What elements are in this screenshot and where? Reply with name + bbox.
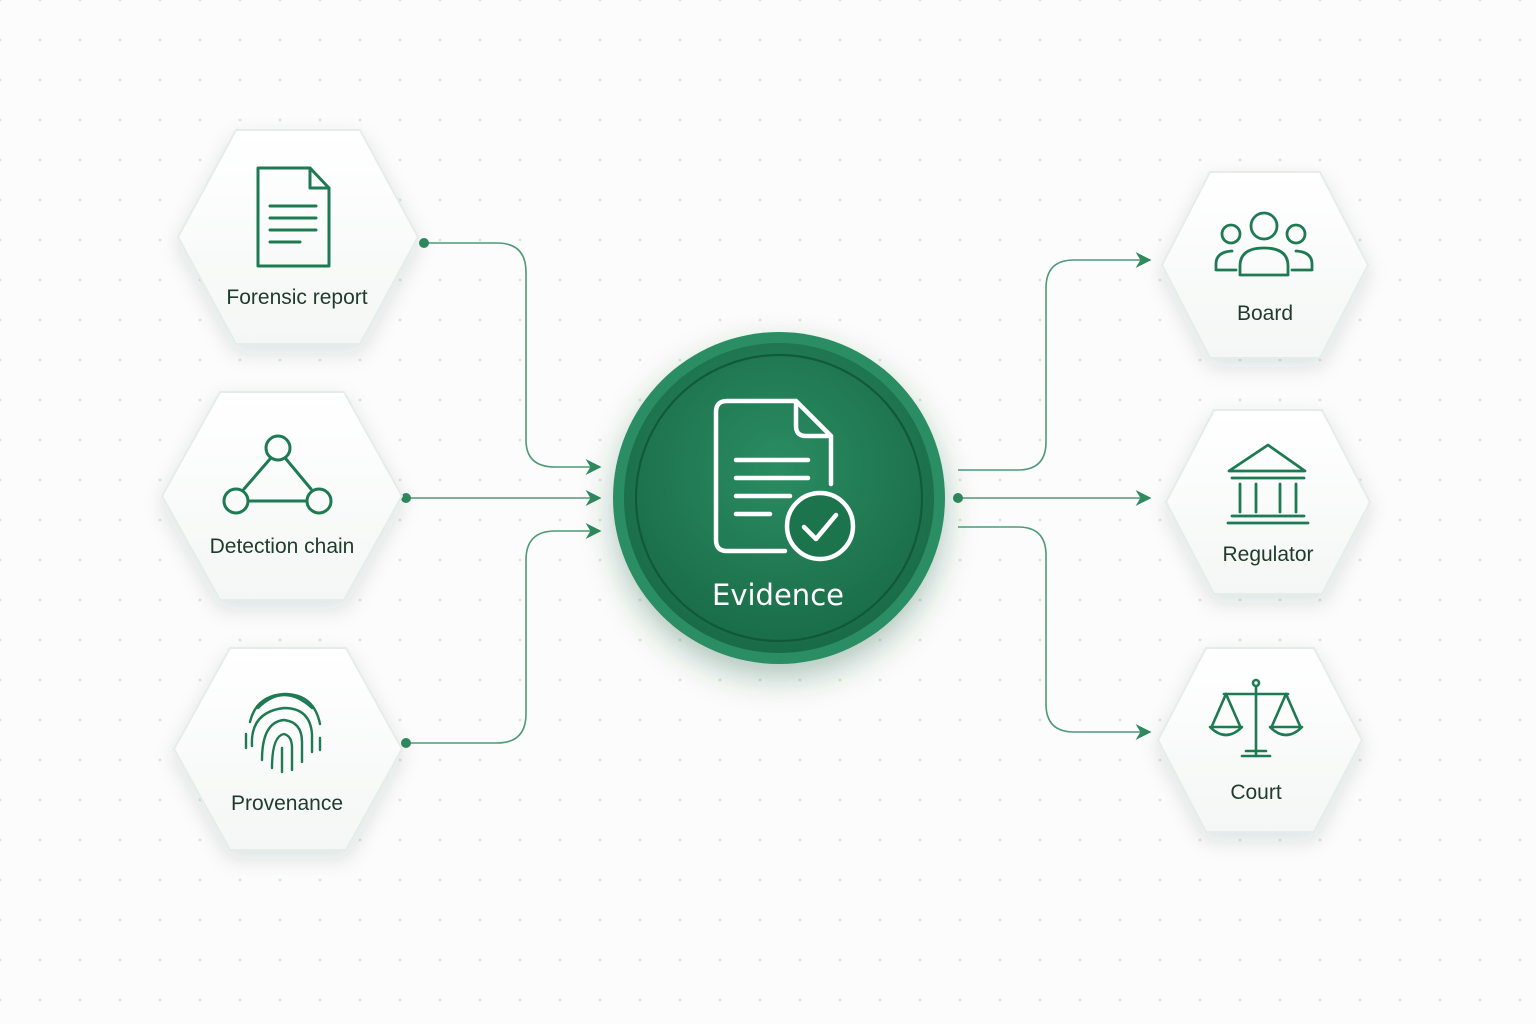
node-label: Regulator [1222,543,1313,566]
center-label: Evidence [712,578,844,612]
fingerprint-icon [244,692,322,774]
input-node-provenance: Provenance [173,647,403,851]
scales-icon [1208,678,1304,758]
connector-court [958,526,1152,740]
connector-forensic-report [424,242,602,475]
center-evidence-node: Evidence [613,332,945,664]
output-connectors [953,252,1152,740]
connector-provenance [406,523,602,744]
connector-dot [401,493,411,503]
connector-board [958,252,1152,471]
connector-dot [953,493,963,503]
connector-dot [419,238,429,248]
node-label: Forensic report [226,286,367,309]
input-connectors [401,238,602,748]
input-node-detection-chain: Detection chain [161,391,403,601]
node-label: Provenance [231,792,343,815]
output-node-board: Board [1161,171,1369,359]
people-icon [1214,211,1314,277]
output-node-regulator: Regulator [1165,409,1371,595]
output-node-court: Court [1157,647,1363,833]
document-check-icon [713,398,856,562]
node-label: Court [1230,781,1282,804]
connector-dot [401,738,411,748]
node-label: Detection chain [210,535,355,558]
node-chain-icon [222,434,333,515]
document-icon [256,166,331,268]
institution-icon [1226,443,1310,525]
input-node-forensic-report: Forensic report [177,129,419,345]
node-label: Board [1237,302,1293,325]
